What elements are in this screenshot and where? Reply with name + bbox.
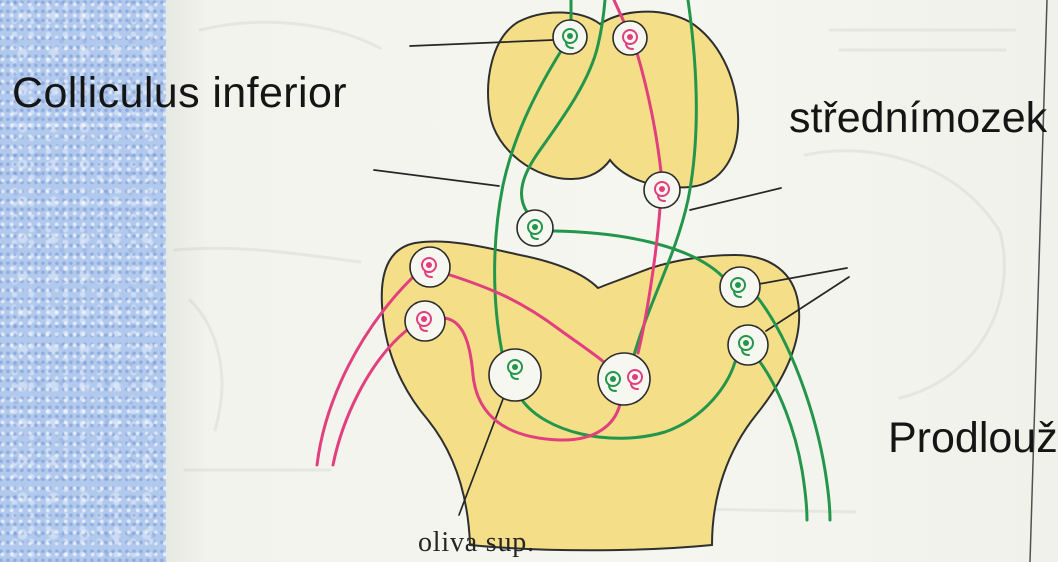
neuron-soma	[735, 282, 741, 288]
nucleus-colliculus-right	[613, 21, 647, 55]
faint-stroke	[190, 300, 222, 430]
nucleus-cochlear-left-lower	[405, 301, 445, 341]
neuron-soma	[627, 34, 633, 40]
nucleus-cochlear-right-lower	[728, 325, 768, 365]
nucleus-cochlear-left-upper	[410, 247, 450, 287]
label-medulla: Prodlouž	[888, 417, 1058, 460]
nucleus-lemniscus-right	[644, 172, 680, 208]
pointer-line-right-lemniscus	[690, 188, 781, 210]
faint-stroke	[175, 248, 360, 262]
neuron-soma	[426, 262, 432, 268]
neuron-soma	[532, 224, 538, 230]
label-superior-olive: oliva sup.	[418, 529, 535, 557]
neuron-soma	[610, 376, 616, 382]
neuron-soma	[512, 364, 518, 370]
neuron-soma	[743, 340, 749, 346]
neuron-soma	[632, 374, 638, 380]
pointer-line-left-lemniscus	[374, 170, 499, 186]
faint-stroke	[200, 22, 380, 48]
label-midbrain: střednímozek	[789, 97, 1047, 140]
nucleus-superior-olive-left	[489, 349, 541, 401]
nucleus-colliculus-left	[553, 20, 587, 54]
nucleus-superior-olive-right	[598, 353, 650, 405]
nucleus-lemniscus-left	[517, 210, 553, 246]
neuron-soma	[567, 33, 573, 39]
faint-stroke	[805, 151, 1004, 398]
label-colliculus-inferior: Colliculus inferior	[12, 72, 347, 115]
neuron-soma	[659, 186, 665, 192]
page-edge-line	[1030, 0, 1047, 562]
neuron-soma	[421, 316, 427, 322]
nucleus-cochlear-right-upper	[720, 267, 760, 307]
